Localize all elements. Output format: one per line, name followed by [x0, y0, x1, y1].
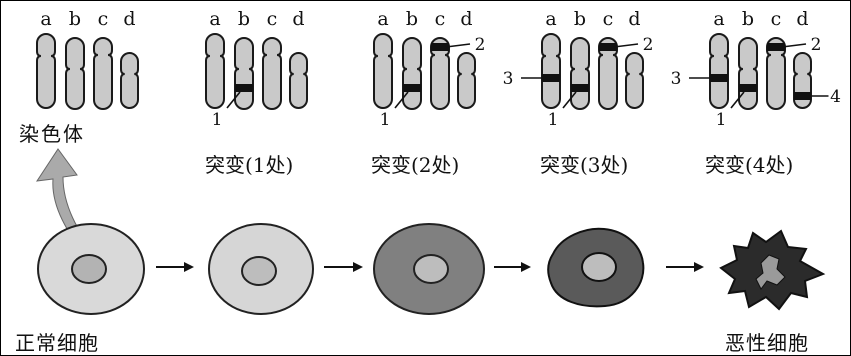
- progression-arrowhead-3: [521, 262, 531, 272]
- mutation-pointer-1: [226, 91, 241, 109]
- chromosome-letter-b: b: [406, 8, 418, 30]
- normal-cell-label: 正常细胞: [15, 331, 99, 355]
- stage-caption-4: 突变(4处): [705, 153, 794, 177]
- mutation-label-1: 1: [380, 110, 391, 130]
- chromosome-a: [205, 33, 225, 109]
- mutation-band-3: [542, 74, 560, 82]
- cell-stage-4-nucleus: [581, 252, 617, 282]
- mutation-band-1: [739, 84, 757, 92]
- chromosome-b: [738, 37, 758, 110]
- mutation-band-1: [403, 84, 421, 92]
- mutation-band-1: [235, 84, 253, 92]
- progression-arrowhead-2: [353, 262, 363, 272]
- mutation-band-2: [767, 43, 785, 51]
- chromosome-b: [234, 37, 254, 110]
- chromosome-letter-a: a: [713, 8, 724, 30]
- mutation-label-2: 2: [811, 35, 822, 55]
- chromosome-letter-b: b: [69, 8, 81, 30]
- cell-stage-3-nucleus: [413, 254, 449, 284]
- chromosome-d: [625, 52, 644, 109]
- chromosome-b: [402, 37, 422, 110]
- mutation-band-3: [710, 74, 728, 82]
- chromosome-letter-a: a: [40, 8, 51, 30]
- chromosome-letter-c: c: [98, 8, 109, 30]
- progression-arrowhead-1: [184, 262, 194, 272]
- cell-stage-2-nucleus: [241, 256, 277, 286]
- stage-caption-3: 突变(3处): [540, 153, 629, 177]
- chromosome-d: [457, 52, 476, 109]
- chromosome-a: [709, 33, 729, 109]
- mutation-band-4: [794, 92, 811, 100]
- malignant-cell-label: 恶性细胞: [725, 331, 809, 355]
- stage-caption-2: 突变(2处): [371, 153, 460, 177]
- chromosome-d: [289, 52, 308, 109]
- cell-layer: [35, 148, 826, 315]
- chromosome-d: [120, 52, 139, 109]
- mutation-label-1: 1: [548, 110, 559, 130]
- mutation-pointer-1: [394, 91, 409, 109]
- mutation-label-2: 2: [475, 35, 486, 55]
- chromosome-letter-b: b: [238, 8, 250, 30]
- mutation-band-1: [571, 84, 589, 92]
- mutation-pointer-1: [730, 91, 745, 109]
- chromosome-b: [65, 37, 85, 110]
- chromosome-a: [373, 33, 393, 109]
- progression-arrowhead-4: [694, 262, 704, 272]
- mutation-band-2: [599, 43, 617, 51]
- chromosome-letter-c: c: [603, 8, 614, 30]
- chromosome-letter-b: b: [574, 8, 586, 30]
- chromosome-letter-d: d: [460, 8, 472, 30]
- chromosome-letter-a: a: [209, 8, 220, 30]
- mutation-label-1: 1: [716, 110, 727, 130]
- mutation-label-3: 3: [503, 69, 514, 89]
- stage-caption-1: 突变(1处): [205, 153, 294, 177]
- chromosome-c: [262, 37, 282, 110]
- mutation-pointer-2: [781, 43, 807, 48]
- mutation-label-4: 4: [830, 87, 841, 107]
- chromosome-letter-d: d: [796, 8, 808, 30]
- mutation-pointer-1: [562, 91, 577, 109]
- chromosome-label: 染色体: [19, 122, 85, 146]
- mutation-label-3: 3: [671, 69, 682, 89]
- chromosome-a: [36, 33, 56, 109]
- chromosome-letter-b: b: [742, 8, 754, 30]
- malignant-cell-nucleus: [755, 254, 786, 290]
- chromosome-b: [570, 37, 590, 110]
- normal-cell-nucleus: [71, 254, 107, 284]
- mutation-label-1: 1: [212, 110, 223, 130]
- mutation-label-2: 2: [643, 35, 654, 55]
- chromosome-letter-d: d: [123, 8, 135, 30]
- chromosome-letter-d: d: [292, 8, 304, 30]
- chromosome-letter-c: c: [771, 8, 782, 30]
- chromosome-letter-d: d: [628, 8, 640, 30]
- mutation-band-2: [431, 43, 449, 51]
- chromosome-letter-c: c: [267, 8, 278, 30]
- mutation-pointer-2: [613, 43, 639, 48]
- chromosome-letter-a: a: [545, 8, 556, 30]
- chromosome-letter-a: a: [377, 8, 388, 30]
- chromosome-letter-c: c: [435, 8, 446, 30]
- chromosome-a: [541, 33, 561, 109]
- chromosome-c: [93, 37, 113, 110]
- mutation-pointer-2: [445, 43, 471, 48]
